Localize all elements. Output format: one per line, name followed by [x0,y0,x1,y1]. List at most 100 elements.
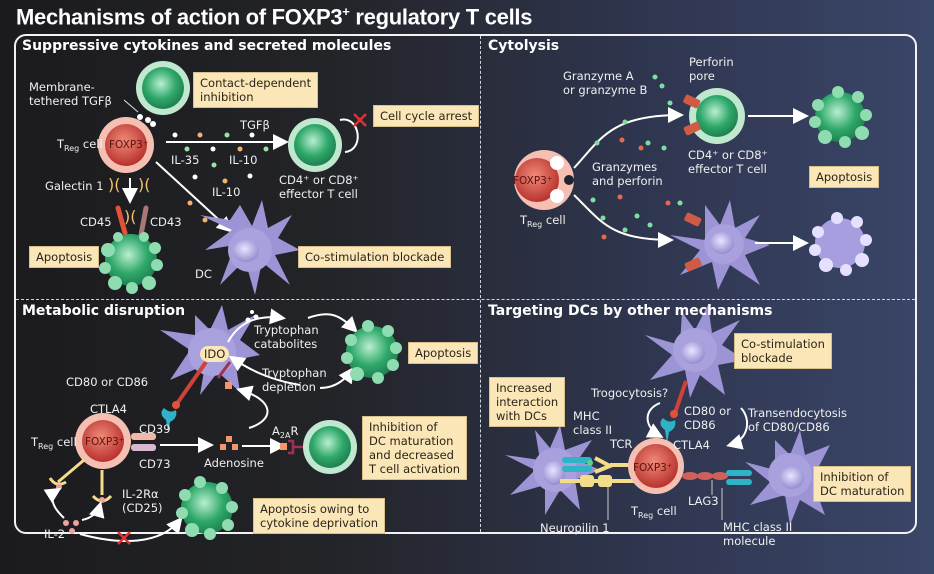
depletion-to-apoptosis-arrow [319,366,355,389]
il2-to-apoptosis-arrow [79,516,183,542]
dendritic-cell-2 [670,200,770,290]
il2-receptors [48,458,113,503]
cd43-receptor [138,205,149,238]
panel-title-targeting: Targeting DCs by other mechanisms [488,303,773,319]
effector-t-cell-1 [288,118,342,172]
galectin-icon: )()()( [108,175,150,226]
label-membrane-tgfb: Membrane-tethered TGFβ [29,80,112,108]
label-foxp3-4: FOXP3⁺ [633,462,673,474]
block-x-icon-il2 [117,531,131,545]
label-dc: DC [195,267,212,281]
block-x-icon [353,113,367,127]
ctla4-receptor-2 [660,418,676,444]
label-ctla4: CTLA4 [90,402,127,416]
figure-frame [14,34,917,534]
treg-cell-1 [98,117,154,173]
contact-inhibition-effector-cell [136,61,190,115]
label-tgfb: TGFβ [240,118,270,132]
cd80-ligand [174,360,208,407]
ctla4-receptor [161,408,177,432]
svg-text:)(: )( [108,175,120,194]
label-treg-cell-4: TReg cell [631,504,677,520]
mhc-class-ii-left [562,457,593,472]
panel-title-metabolic: Metabolic disruption [22,303,186,319]
neuropilin-1 [560,475,636,487]
cd80-ligand-2 [673,380,688,414]
il2-to-receptor-arrow-1 [43,487,65,519]
apoptotic-cell-1 [99,232,163,294]
cytolysis-arrow-bottom [573,194,674,248]
label-cd43: CD43 [150,215,182,229]
apoptotic-cell-3 [341,320,402,384]
cd80-tip [172,401,180,409]
callout-apoptosis-1: Apoptosis [29,246,100,268]
label-il2: IL-2 [44,527,66,541]
cd73-enzyme [131,444,156,451]
granzyme-dots [590,74,683,240]
label-cd45: CD45 [80,215,112,229]
label-il10-a: IL-10 [229,153,258,167]
label-neuropilin-1: Neuropilin 1 [540,521,610,535]
label-effector-cell-2: CD4⁺ or CD8⁺effector T cell [688,148,768,176]
label-treg-cell: TReg cell [57,137,103,153]
il2-to-receptor-arrow-2 [81,501,105,521]
cd45-receptor [115,205,128,236]
cell-cycle-loop [339,118,359,153]
label-il10-b: IL-10 [212,185,241,199]
horizontal-divider [16,299,915,300]
label-ido: IDO [200,346,230,362]
mhc-class-ii-right [726,470,752,485]
panel-title-cytolysis: Cytolysis [488,38,560,54]
svg-text:)(: )( [138,175,150,194]
label-foxp3: FOXP3⁺ [109,139,149,151]
label-trogocytosis: Trogocytosis? [591,386,669,400]
adenosine-bound-dc [225,382,232,389]
cd80-tip-2 [670,410,678,418]
treg-cell-2 [514,150,574,210]
dendritic-cell-costim [645,305,745,398]
label-cd73: CD73 [139,457,171,471]
trogocytosis-arrow [645,402,664,438]
lag3-receptor [682,472,728,480]
label-galectin-1: Galectin 1 [45,179,104,193]
label-cd39: CD39 [139,422,171,436]
label-ctla4-2: CTLA4 [673,438,710,452]
label-a2ar: A2AR [272,424,299,440]
label-effector-cell: CD4⁺ or CD8⁺effector T cell [279,173,359,201]
label-cd80-cd86: CD80 or CD86 [66,375,149,389]
treg-cell-4 [628,438,684,494]
catabolite-to-apoptosis-arrow [307,313,358,333]
label-lag3: LAG3 [688,494,719,508]
transendocytosis-arrow [726,407,749,450]
callout-apoptosis-3: Apoptosis [408,342,479,364]
cytolysis-arrow-top [573,107,684,169]
label-treg-cell-3: TReg cell [31,435,77,451]
label-il35: IL-35 [171,153,200,167]
figure-title: Mechanisms of action of FOXP3+ regulator… [16,4,533,30]
treg-cell-3 [75,413,131,469]
callout-apoptosis-2: Apoptosis [809,166,880,188]
panel-title-suppressive: Suppressive cytokines and secreted molec… [22,38,392,54]
a2ar-on-dc [216,361,232,379]
cd39-enzyme [131,433,156,440]
apoptotic-cell-4 [176,476,238,540]
cytokine-dots [172,132,269,223]
effector-t-cell-2 [683,88,745,144]
catabolite-dots [245,310,259,323]
depletion-arrow [228,355,301,386]
label-treg-cell-2: TReg cell [520,213,566,229]
